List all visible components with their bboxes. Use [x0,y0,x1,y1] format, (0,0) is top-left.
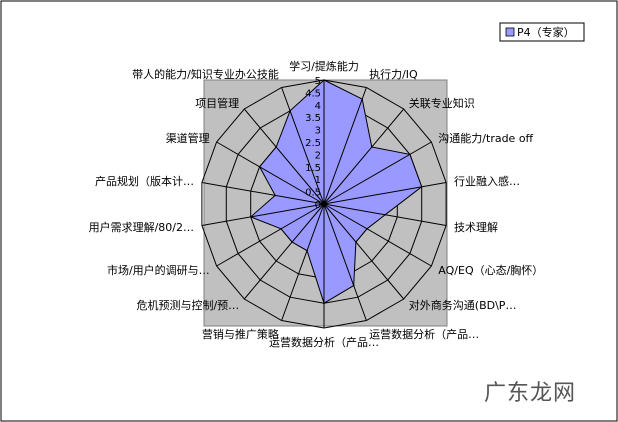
category-label: 渠道管理 [166,131,210,145]
axis-spoke [323,87,367,205]
category-label: 沟通能力/trade off [438,131,533,145]
watermark: 广东龙网 [484,381,576,406]
category-label: 项目管理 [195,96,239,110]
axis-spoke [323,203,447,226]
axis-spoke [201,182,325,205]
tick-label: 3.5 [305,113,321,124]
tick-label: 2 [315,150,321,161]
category-label: 关联专业知识 [409,96,475,110]
axis-spoke [323,203,405,300]
axis-spoke [281,87,325,205]
tick-label: 0 [315,200,321,211]
category-label: 运营数据分析（产品… [269,335,379,349]
axis-spoke [323,182,447,205]
axis-spoke [281,203,325,321]
category-label: 带人的能力/知识专业办公技能 [132,67,279,81]
tick-label: 3 [315,126,321,137]
axis-spoke [216,141,325,205]
legend: P4（专家） [499,22,585,42]
axis-spoke [243,108,325,205]
category-label: 危机预测与控制/预… [136,298,239,312]
legend-label: P4（专家） [517,25,575,39]
tick-label: 2.5 [305,138,321,149]
category-label: 市场/用户的调研与… [107,263,210,277]
axis-spoke [201,203,325,226]
axis-spoke [323,141,432,205]
legend-box [499,22,585,42]
category-label: 行业融入感… [454,175,520,188]
axis-spoke [323,203,432,267]
category-label: 对外商务沟通(BD\P… [409,298,517,312]
radar-axes [201,80,447,328]
category-label: 执行力/IQ [369,67,418,81]
tick-label: 4.5 [305,88,321,99]
tick-label: 0.5 [305,188,321,199]
tick-label: 5 [315,76,321,87]
category-label: 营销与推广策略 [202,327,279,341]
category-label: 用户需求理解/80/2… [89,220,194,234]
category-label: AQ/EQ（心态/胸怀） [438,263,543,277]
tick-label: 4 [315,101,321,112]
watermark-text: 广东龙网 [484,381,576,406]
tick-label: 1.5 [305,163,321,174]
axis-spoke [323,108,405,205]
category-label: 技术理解 [454,220,498,234]
category-label: 运营数据分析（产品… [369,327,479,341]
category-label: 学习/提炼能力 [289,59,359,73]
axis-spoke [323,203,367,321]
category-label: 产品规划（版本计… [95,174,194,188]
tick-label: 1 [315,175,321,186]
axis-spoke [243,203,325,300]
tick-labels: 00.5 11.5 22.53 3.54 4.55 [305,76,321,211]
axis-spoke [216,203,325,267]
legend-swatch [505,27,515,37]
